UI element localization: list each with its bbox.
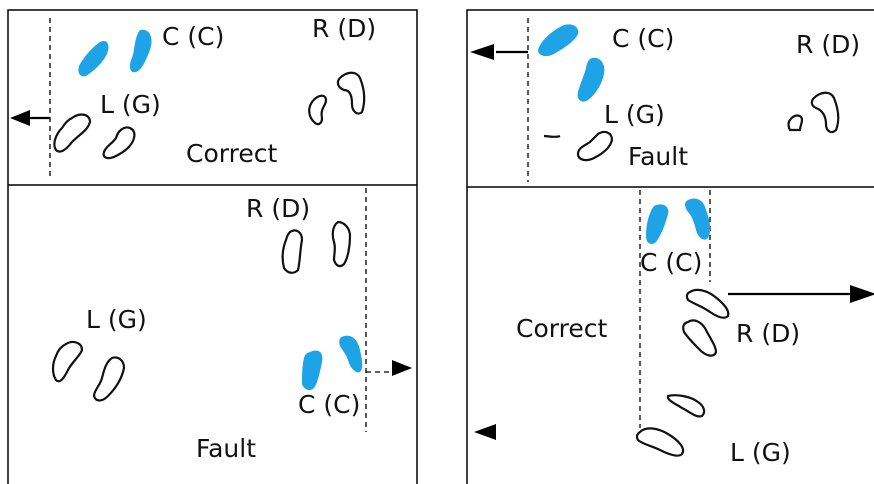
quadrant-top-right: C (C) R (D) L (G) Fault: [470, 18, 860, 182]
hoof-print-highlight: [302, 350, 323, 391]
hoof-print: [685, 288, 730, 319]
hoof-print-highlight: [339, 335, 363, 373]
hoof-print: [331, 220, 352, 268]
hoof-print: [682, 319, 718, 357]
right-panel-frame: [466, 9, 874, 484]
arrow-head: [392, 360, 412, 376]
hoof-print-highlight: [685, 198, 711, 240]
hoof-print: [51, 340, 84, 383]
arrow-head: [850, 285, 874, 303]
label-r: R (D): [312, 14, 376, 43]
hoof-print: [102, 126, 136, 160]
hoof-print-highlight: [577, 57, 605, 102]
label-l: L (G): [604, 100, 665, 129]
hoof-print: [281, 229, 304, 274]
label-c: C (C): [612, 24, 674, 53]
hoof-print-highlight: [78, 40, 109, 77]
hoof-print: [810, 91, 840, 134]
arrow-head: [474, 424, 496, 440]
hoof-print: [787, 114, 804, 132]
hoof-print: [336, 71, 366, 115]
label-r: R (D): [736, 319, 800, 348]
status-label: Correct: [186, 139, 277, 168]
hoof-print: [576, 130, 614, 162]
hoof-print: [543, 134, 561, 138]
hoof-print: [92, 356, 126, 402]
arrow-head: [10, 110, 30, 126]
hoof-print: [666, 394, 706, 418]
hoof-print: [53, 113, 92, 153]
right-panel: [466, 9, 874, 484]
status-label: Fault: [628, 142, 688, 171]
label-c: C (C): [298, 390, 360, 419]
quadrant-bottom-left: R (D) L (G) C (C) Fault: [51, 188, 412, 463]
quadrant-top-left: C (C) R (D) L (G) Correct: [10, 14, 376, 180]
hoof-print: [308, 94, 328, 126]
label-c: C (C): [640, 248, 702, 277]
hoof-print: [635, 427, 685, 457]
label-c: C (C): [162, 22, 224, 51]
left-panel-frame: [7, 9, 418, 484]
label-r: R (D): [796, 30, 860, 59]
label-l: L (G): [86, 305, 147, 334]
label-r: R (D): [246, 194, 310, 223]
hoof-print-highlight: [538, 24, 579, 57]
hoof-print-highlight: [129, 29, 152, 73]
label-l: L (G): [730, 438, 791, 467]
hoof-print-highlight: [646, 204, 669, 244]
arrow-head: [470, 44, 494, 60]
status-label: Correct: [516, 314, 607, 343]
left-panel: [7, 9, 418, 484]
status-label: Fault: [196, 434, 256, 463]
label-l: L (G): [100, 90, 161, 119]
quadrant-bottom-right: C (C) R (D) Correct L (G): [474, 190, 874, 467]
